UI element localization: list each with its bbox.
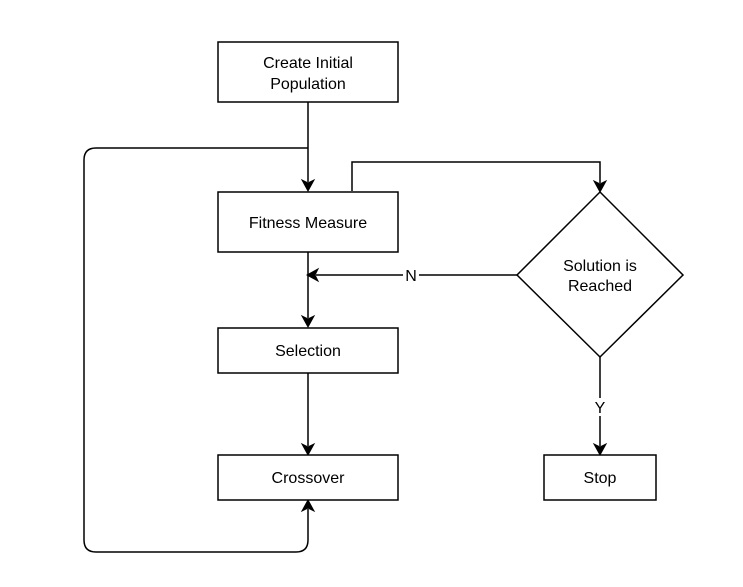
label-yes-bg	[592, 398, 608, 416]
crossover-label: Crossover	[272, 470, 346, 487]
stop-label: Stop	[584, 470, 617, 487]
fitness-measure-box	[217, 191, 399, 253]
create-population-box	[217, 41, 399, 103]
arrowhead-crossover-loop	[300, 498, 316, 513]
node-solution-reached: Solution is Reached	[515, 190, 685, 359]
solution-reached-line-2: Reached	[568, 278, 632, 295]
node-fitness-measure: Fitness Measure	[217, 191, 399, 253]
arrowhead-create-to-fitness	[300, 178, 316, 193]
label-no-bg	[403, 266, 419, 284]
arrowhead-selection-to-crossover	[300, 442, 316, 457]
create-population-line-1: Create Initial	[263, 55, 353, 72]
node-crossover: Crossover	[217, 454, 399, 501]
create-population-line-2: Population	[270, 76, 346, 93]
stop-box	[543, 454, 657, 501]
arrowhead-fitness-to-selection	[300, 314, 316, 329]
crossover-box	[217, 454, 399, 501]
selection-box	[217, 327, 399, 374]
arrowhead-decision-yes	[592, 442, 608, 457]
solution-reached-line-1: Solution is	[563, 258, 637, 275]
node-stop: Stop	[543, 454, 657, 501]
arrowhead-decision-no	[305, 267, 320, 283]
selection-label: Selection	[275, 343, 341, 360]
arrowhead-fitness-to-decision	[592, 179, 608, 194]
fitness-measure-label: Fitness Measure	[249, 215, 367, 232]
node-create-population: Create Initial Population	[217, 41, 399, 103]
node-selection: Selection	[217, 327, 399, 374]
label-no: N	[405, 268, 417, 285]
label-yes: Y	[595, 400, 606, 417]
solution-reached-diamond	[515, 190, 685, 359]
edge-labels: N Y	[403, 266, 608, 417]
edge-crossover-loop	[83, 147, 309, 553]
edge-fitness-to-decision	[351, 161, 601, 191]
